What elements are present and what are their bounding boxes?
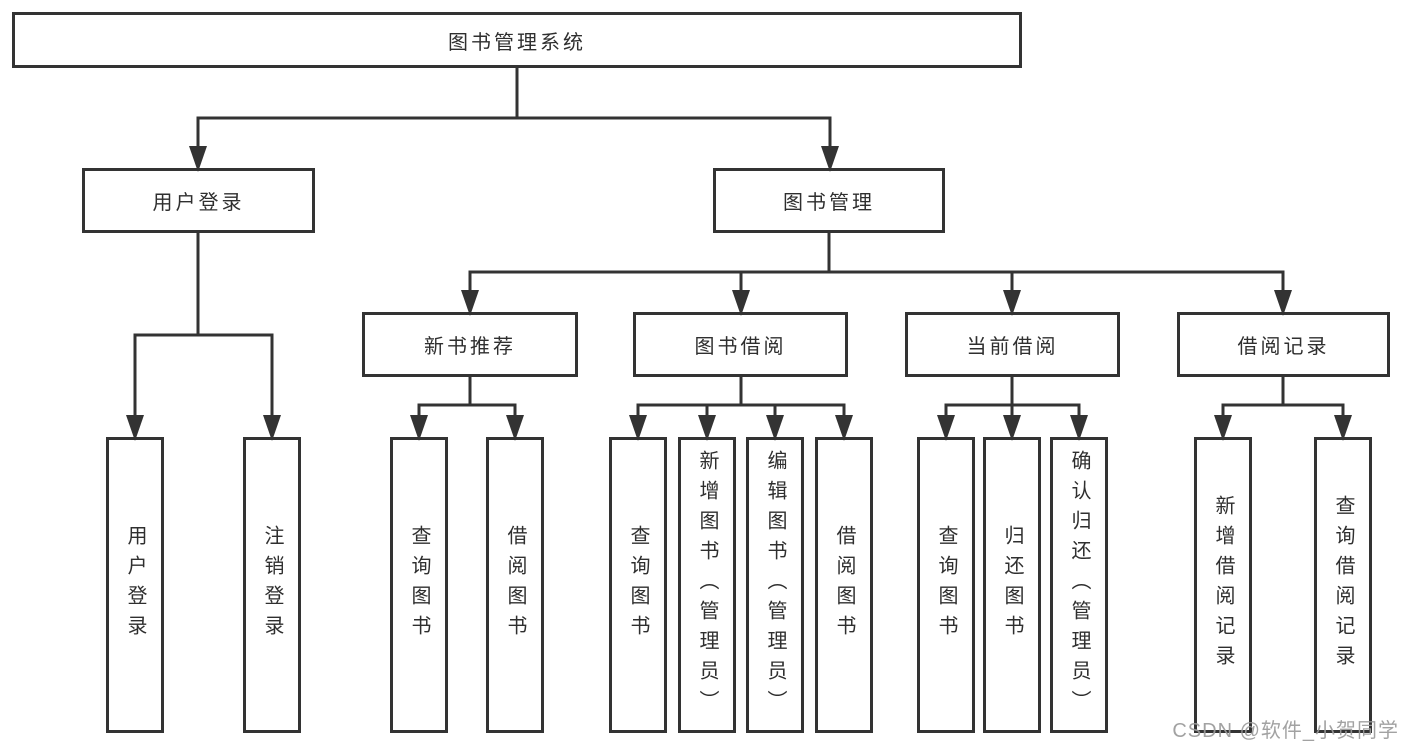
node-book-management: 图书管理 [713, 168, 945, 233]
leaf-record-query-record-label: 查询借阅记录 [1332, 495, 1354, 675]
leaf-logout: 注销登录 [243, 437, 301, 733]
leaf-logout-label: 注销登录 [261, 525, 283, 645]
leaf-user-login: 用户登录 [106, 437, 164, 733]
leaf-record-add-record-label: 新增借阅记录 [1212, 495, 1234, 675]
leaf-newbook-query-book-label: 查询图书 [408, 525, 430, 645]
node-root-label: 图书管理系统 [448, 31, 586, 54]
leaf-current-return-book: 归还图书 [983, 437, 1041, 733]
node-new-book-recommend: 新书推荐 [362, 312, 578, 377]
node-borrow-record-label: 借阅记录 [1237, 336, 1330, 358]
leaf-newbook-query-book: 查询图书 [390, 437, 448, 733]
node-new-book-recommend-label: 新书推荐 [424, 336, 516, 358]
node-user-login: 用户登录 [82, 168, 315, 233]
node-borrow-record: 借阅记录 [1177, 312, 1390, 377]
leaf-user-login-label: 用户登录 [124, 525, 146, 645]
node-root-system: 图书管理系统 [12, 12, 1022, 68]
leaf-current-return-book-label: 归还图书 [1001, 525, 1023, 645]
leaf-borrow-borrow-book: 借阅图书 [815, 437, 873, 733]
leaf-borrow-add-book: 新增图书（管理员） [678, 437, 736, 733]
leaf-current-confirm-return: 确认归还（管理员） [1050, 437, 1108, 733]
node-book-borrow-label: 图书借阅 [694, 336, 787, 358]
leaf-borrow-borrow-book-label: 借阅图书 [833, 525, 855, 645]
leaf-newbook-borrow-book: 借阅图书 [486, 437, 544, 733]
leaf-borrow-query-book-label: 查询图书 [627, 525, 649, 645]
leaf-borrow-query-book: 查询图书 [609, 437, 667, 733]
leaf-newbook-borrow-book-label: 借阅图书 [504, 525, 526, 645]
node-book-borrow: 图书借阅 [633, 312, 848, 377]
leaf-current-query-book: 查询图书 [917, 437, 975, 733]
node-current-borrow: 当前借阅 [905, 312, 1120, 377]
leaf-current-confirm-return-label: 确认归还（管理员） [1068, 450, 1090, 720]
node-current-borrow-label: 当前借阅 [966, 336, 1059, 358]
csdn-watermark: CSDN @软件_小贺同学 [1172, 720, 1399, 742]
leaf-borrow-edit-book-label: 编辑图书（管理员） [764, 450, 786, 720]
leaf-current-query-book-label: 查询图书 [935, 525, 957, 645]
leaf-record-add-record: 新增借阅记录 [1194, 437, 1252, 733]
leaf-borrow-edit-book: 编辑图书（管理员） [746, 437, 804, 733]
leaf-borrow-add-book-label: 新增图书（管理员） [696, 450, 718, 720]
node-user-login-label: 用户登录 [152, 192, 245, 214]
node-book-management-label: 图书管理 [783, 192, 875, 214]
leaf-record-query-record: 查询借阅记录 [1314, 437, 1372, 733]
